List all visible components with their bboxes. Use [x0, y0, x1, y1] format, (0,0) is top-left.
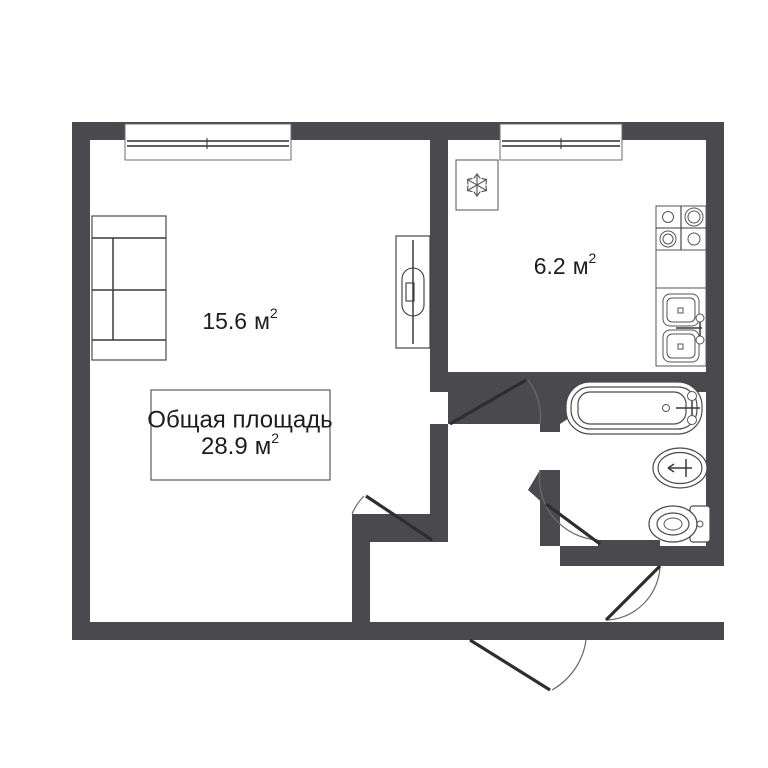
kitchen-faucet-icon	[676, 313, 705, 345]
closet-floor	[616, 566, 672, 622]
stove-burner-1	[662, 211, 674, 223]
refrigerator-outline	[455, 159, 499, 211]
stove-burner-4	[687, 232, 701, 246]
kitchen-area-label: 6.2 м2	[534, 250, 597, 279]
total-area-box: Общая площадь 28.9 м2	[147, 389, 333, 481]
wardrobe	[395, 235, 431, 349]
total-area-sup: 2	[271, 430, 279, 446]
bathtub-drain	[662, 404, 670, 412]
sofa	[91, 215, 167, 361]
stove-burner-3b	[662, 233, 674, 245]
stove-burner-2b	[687, 210, 701, 224]
door-bathroom-leaf	[545, 502, 601, 546]
door-living-hall-arc	[351, 495, 365, 515]
wardrobe-handle	[405, 282, 415, 302]
partition-corridor-left	[352, 514, 370, 622]
partition-corridor-south-right	[586, 622, 724, 640]
wardrobe-outline	[395, 235, 431, 349]
door-entry-leaf	[469, 638, 551, 692]
stove	[655, 205, 707, 251]
living-room-area-label: 15.6 м2	[202, 305, 278, 334]
living-room-area-unit: м	[254, 308, 270, 334]
kitchen-sink	[655, 287, 707, 367]
sofa-outline	[91, 215, 167, 361]
door-closet	[604, 564, 662, 622]
wardrobe-door-body	[401, 267, 425, 317]
snowflake-icon	[466, 173, 488, 197]
kitchen-area-unit: м	[573, 253, 589, 279]
partition-corridor-south-left	[72, 622, 470, 640]
door-living-hall	[351, 494, 433, 542]
total-area-unit: м	[255, 433, 272, 460]
wash-basin	[652, 447, 708, 489]
svg-text:6.2м2: 6.2 м2	[534, 250, 597, 279]
total-area-value: 28.9	[201, 433, 248, 460]
counter-outline	[655, 249, 707, 289]
toilet-bowl-inner-2	[663, 517, 683, 531]
kitchen-area-sup: 2	[589, 250, 597, 266]
window-kitchen	[499, 123, 623, 161]
door-entry-arc	[551, 639, 587, 691]
partition-living-kitchen	[430, 140, 448, 392]
bathtub-faucet-icon	[676, 391, 700, 425]
counter	[655, 249, 707, 289]
door-kitchen-hall-leaf	[449, 378, 527, 426]
toilet-flush-button	[696, 520, 704, 528]
svg-text:15.6м2: 15.6 м2	[202, 305, 278, 334]
toilet	[648, 505, 711, 543]
living-room-area-sup: 2	[270, 305, 278, 321]
door-kitchen-hall-arc	[527, 379, 542, 425]
total-area-frame	[150, 389, 331, 481]
kitchen-sink-drain-2	[677, 343, 684, 350]
jamb-corridor-right	[598, 540, 660, 566]
door-closet-leaf	[604, 564, 662, 622]
interior-partitions	[72, 140, 724, 640]
door-kitchen-hall	[449, 378, 542, 426]
window-living-frame	[124, 123, 292, 161]
kitchen-sink-drain-1	[677, 307, 684, 314]
refrigerator	[455, 159, 499, 211]
jamb-bathroom-lower	[528, 470, 560, 506]
door-bathroom	[538, 469, 601, 546]
living-room-area-value: 15.6	[202, 308, 247, 334]
wash-basin-faucet-icon	[667, 459, 692, 477]
door-living-hall-leaf	[365, 494, 433, 542]
total-area-caption: Общая площадь	[147, 406, 332, 433]
partition-living-hall	[430, 424, 448, 542]
bathtub	[565, 381, 703, 435]
kitchen-area-value: 6.2	[534, 253, 566, 279]
door-closet-arc	[607, 565, 661, 621]
door-bathroom-arc	[538, 469, 599, 541]
svg-text:28.9м2: 28.9 м2	[201, 430, 279, 461]
window-living	[124, 123, 292, 161]
door-entry	[469, 638, 587, 692]
